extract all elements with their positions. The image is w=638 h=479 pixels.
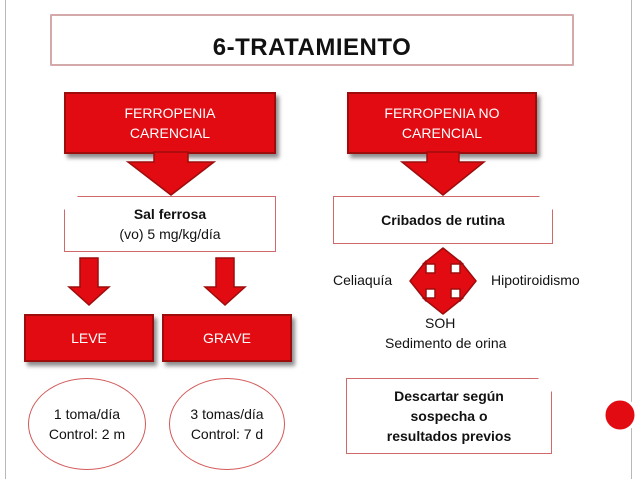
ferropenia-no-carencial-line2: CARENCIAL — [401, 125, 483, 141]
ferropenia-carencial-line1: FERROPENIA — [124, 105, 216, 121]
title-box: 6-TRATAMIENTO — [50, 14, 574, 66]
sedimento-text: Sedimento de orina — [385, 335, 507, 351]
sal-ferrosa-label: Sal ferrosa — [133, 206, 207, 222]
ferropenia-no-carencial-box: FERROPENIA NO CARENCIAL — [347, 92, 537, 154]
hipotiroidismo-text: Hipotiroidismo — [491, 272, 580, 288]
sal-ferrosa-box: Sal ferrosa (vo) 5 mg/kg/día — [64, 196, 276, 252]
page-title: 6-TRATAMIENTO — [212, 34, 412, 61]
grave-detail-line1: 3 tomas/día — [190, 406, 264, 422]
sal-ferrosa-dose: (vo) 5 mg/kg/día — [119, 226, 221, 242]
cribados-label: Cribados de rutina — [381, 212, 505, 228]
grave-detail-line2: Control: 7 d — [190, 426, 264, 442]
ferropenia-carencial-box: FERROPENIA CARENCIAL — [64, 92, 276, 154]
grave-detail-oval: 3 tomas/día Control: 7 d — [169, 378, 285, 470]
leve-detail-line1: 1 toma/día — [53, 406, 121, 422]
leve-label: LEVE — [71, 330, 107, 346]
descartar-box: Descartar según sospecha o resultados pr… — [346, 378, 552, 454]
frame-line-left — [5, 0, 6, 479]
descartar-line1: Descartar según — [394, 388, 504, 404]
cribados-box: Cribados de rutina — [333, 196, 553, 244]
leve-detail-line2: Control: 2 m — [48, 426, 126, 442]
descartar-line2: sospecha o — [410, 408, 488, 424]
leve-box: LEVE — [24, 314, 154, 362]
ferropenia-no-carencial-line1: FERROPENIA NO — [384, 105, 500, 121]
descartar-line3: resultados previos — [386, 428, 512, 444]
celiaquia-text: Celiaquía — [333, 272, 393, 288]
grave-label: GRAVE — [203, 330, 251, 346]
ferropenia-carencial-line2: CARENCIAL — [129, 125, 211, 141]
frame-line-right — [631, 0, 632, 479]
soh-text: SOH — [425, 315, 456, 331]
leve-detail-oval: 1 toma/día Control: 2 m — [28, 378, 146, 470]
grave-box: GRAVE — [162, 314, 292, 362]
